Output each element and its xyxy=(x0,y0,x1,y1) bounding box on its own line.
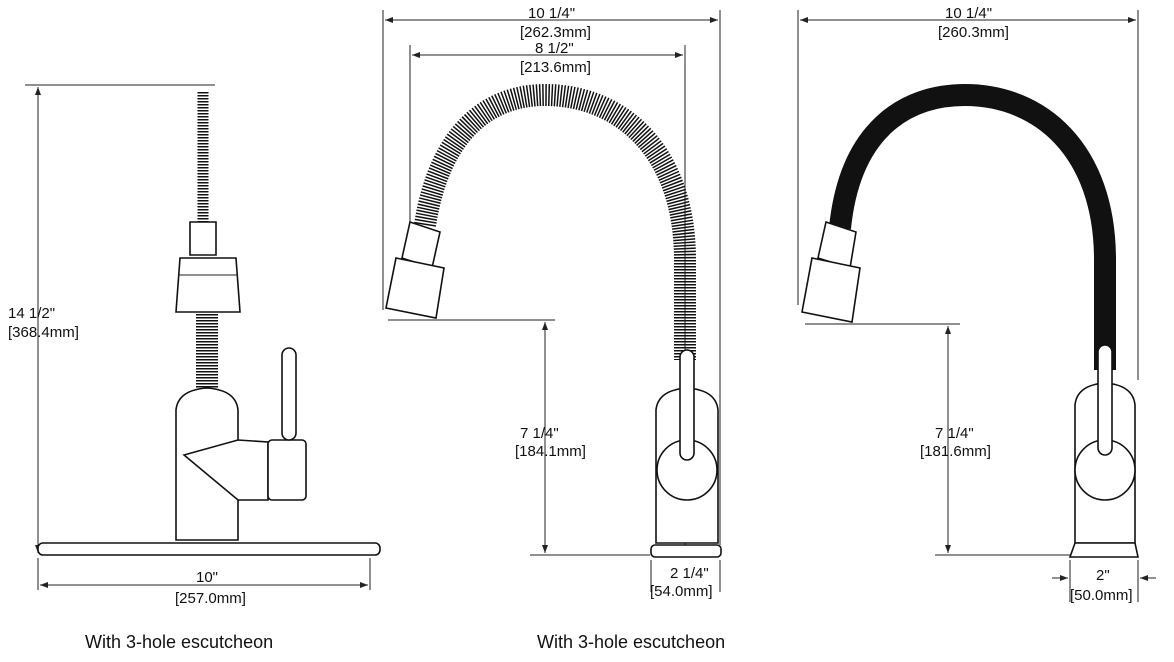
handle xyxy=(267,439,307,501)
hose-coil xyxy=(829,83,1116,370)
escutcheon-plate xyxy=(37,542,381,556)
caption: With 3-hole escutcheon xyxy=(85,632,273,652)
reach-inches: 10 1/4" xyxy=(528,5,575,22)
reach-inches: 10 1/4" xyxy=(945,5,992,22)
base-inches: 2" xyxy=(1096,567,1110,584)
spray-head xyxy=(175,257,241,313)
height-inches: 14 1/2" xyxy=(8,305,55,322)
clearance-mm: [181.6mm] xyxy=(920,443,991,460)
base-mm: [54.0mm] xyxy=(650,583,713,600)
base-inches: 2 1/4" xyxy=(670,565,709,582)
clearance-inches: 7 1/4" xyxy=(935,425,974,442)
base-mm: [50.0mm] xyxy=(1070,587,1133,604)
reach-mm: [260.3mm] xyxy=(938,24,1009,41)
spray-head xyxy=(385,257,445,319)
hose-coil xyxy=(414,83,696,360)
clearance-mm: [184.1mm] xyxy=(515,443,586,460)
width-inches: 10" xyxy=(196,569,218,586)
view-front-3-hole: 14 1/2" [368.4mm] 10" [257.0mm] With 3-h… xyxy=(8,84,381,652)
spray-head xyxy=(801,257,861,323)
view-side-3-hole: 10 1/4" [262.3mm] 8 1/2" [213.6mm] 7 1/4… xyxy=(382,5,725,652)
caption: With 3-hole escutcheon xyxy=(537,632,725,652)
spout-inches: 8 1/2" xyxy=(535,40,574,57)
base xyxy=(1068,542,1139,558)
spout-mm: [213.6mm] xyxy=(520,59,591,76)
base xyxy=(650,544,722,558)
view-side-single-hole: 10 1/4" [260.3mm] 7 1/4" [181.6mm] 2" [5… xyxy=(797,5,1156,604)
height-mm: [368.4mm] xyxy=(8,324,79,341)
reach-mm: [262.3mm] xyxy=(520,24,591,41)
width-mm: [257.0mm] xyxy=(175,590,246,607)
clearance-inches: 7 1/4" xyxy=(520,425,559,442)
